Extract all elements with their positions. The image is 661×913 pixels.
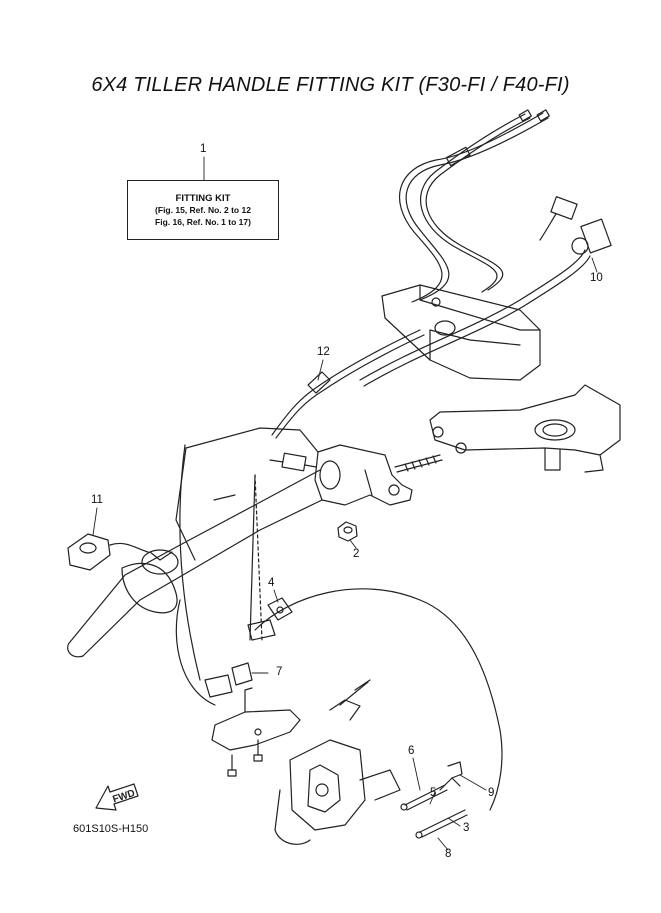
- callout-10: 10: [590, 272, 603, 284]
- upper-bracket: [381, 284, 541, 381]
- stud-bolt: [394, 454, 443, 473]
- callout-5: 5: [430, 787, 437, 799]
- throttle-cables: [398, 109, 550, 303]
- leader-lines: [92, 156, 598, 851]
- screws: [227, 739, 263, 777]
- stop-switch-11: [67, 533, 149, 571]
- fitting-kit-line-1: (Fig. 15, Ref. No. 2 to 12: [155, 205, 251, 215]
- steering-bracket: [429, 384, 621, 473]
- throttle-lever-assembly: [274, 679, 401, 845]
- fitting-kit-heading: FITTING KIT: [175, 193, 231, 204]
- callout-6: 6: [408, 745, 415, 757]
- callout-4: 4: [268, 577, 275, 589]
- nut-2: [337, 521, 358, 542]
- callout-1: 1: [200, 143, 207, 155]
- diagram-title: 6X4 TILLER HANDLE FITTING KIT (F30-FI / …: [91, 74, 570, 96]
- callout-12: 12: [317, 346, 330, 358]
- tiller-pivot-bracket: [314, 444, 413, 506]
- fwd-arrow-icon: FWD: [95, 783, 139, 811]
- lower-bracket-plate: [211, 687, 301, 751]
- diagram-code: 601S10S-H150: [73, 823, 149, 835]
- cable-clamp-7: [204, 662, 253, 698]
- cable-clip-12: [271, 329, 425, 439]
- callout-9: 9: [488, 787, 495, 799]
- callout-2: 2: [353, 548, 360, 560]
- tiller-handle: [67, 427, 323, 658]
- callout-7: 7: [276, 666, 283, 678]
- throttle-cable-loop: [175, 444, 503, 811]
- rod-links: [400, 761, 468, 839]
- fitting-kit-box: FITTING KIT (Fig. 15, Ref. No. 2 to 12 F…: [127, 180, 279, 240]
- callout-3: 3: [463, 822, 470, 834]
- callout-11: 11: [91, 494, 103, 506]
- wire-harness-10: [359, 196, 612, 387]
- cable-clamp-4: [247, 597, 293, 641]
- fitting-kit-line-2: Fig. 16, Ref. No. 1 to 17): [155, 217, 251, 227]
- callout-8: 8: [445, 848, 452, 860]
- harness-connector: [269, 452, 317, 472]
